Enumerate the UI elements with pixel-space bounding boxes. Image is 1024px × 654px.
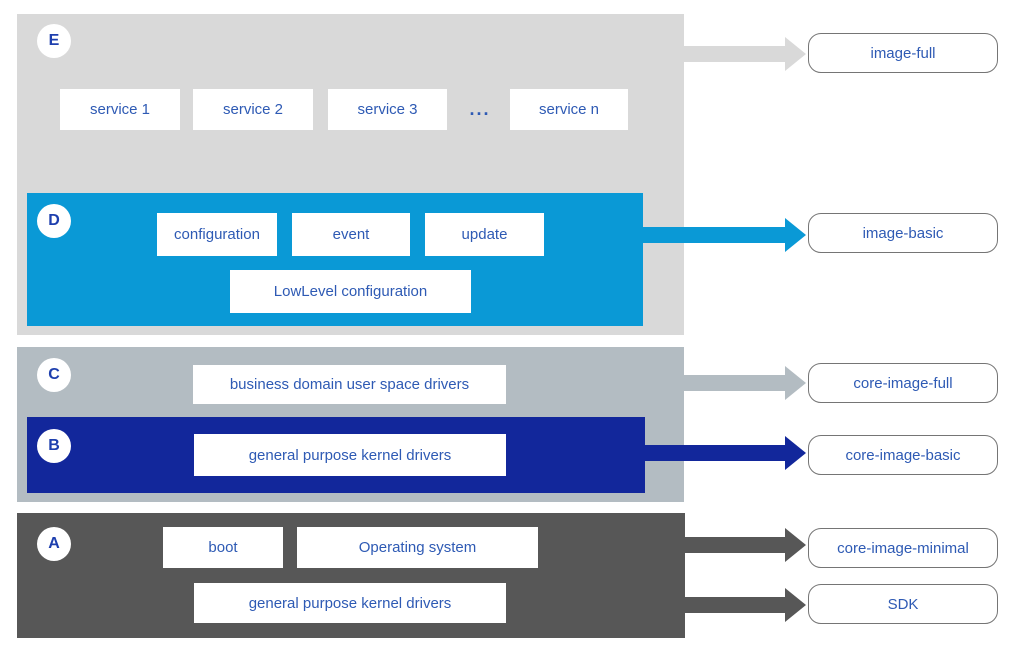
layer-d-letter: D xyxy=(37,204,71,238)
pill-core-image-basic: core-image-basic xyxy=(808,435,998,475)
arrow-core-image-full xyxy=(684,366,806,400)
update-box: update xyxy=(425,213,544,256)
boot-box: boot xyxy=(163,527,283,568)
operating-system-box: Operating system xyxy=(297,527,538,568)
services-ellipsis: ... xyxy=(469,99,491,119)
event-box: event xyxy=(292,213,410,256)
service-n-box: service n xyxy=(510,89,628,130)
service-3-box: service 3 xyxy=(328,89,447,130)
user-space-drivers-box: business domain user space drivers xyxy=(193,365,506,404)
pill-image-basic: image-basic xyxy=(808,213,998,253)
arrow-core-image-basic xyxy=(645,436,806,470)
layer-a-letter: A xyxy=(37,527,71,561)
pill-sdk: SDK xyxy=(808,584,998,624)
arrow-sdk xyxy=(685,588,806,622)
arrow-image-basic xyxy=(643,218,806,252)
pill-core-image-full: core-image-full xyxy=(808,363,998,403)
arrow-core-image-minimal xyxy=(685,528,806,562)
layer-c-letter: C xyxy=(37,358,71,392)
configuration-box: configuration xyxy=(157,213,277,256)
layer-b-letter: B xyxy=(37,429,71,463)
kernel-drivers-box-a: general purpose kernel drivers xyxy=(194,583,506,623)
pill-image-full: image-full xyxy=(808,33,998,73)
layer-e-letter: E xyxy=(37,24,71,58)
kernel-drivers-box-b: general purpose kernel drivers xyxy=(194,434,506,476)
service-1-box: service 1 xyxy=(60,89,180,130)
service-2-box: service 2 xyxy=(193,89,313,130)
pill-core-image-minimal: core-image-minimal xyxy=(808,528,998,568)
lowlevel-configuration-box: LowLevel configuration xyxy=(230,270,471,313)
arrow-image-full xyxy=(684,37,806,71)
